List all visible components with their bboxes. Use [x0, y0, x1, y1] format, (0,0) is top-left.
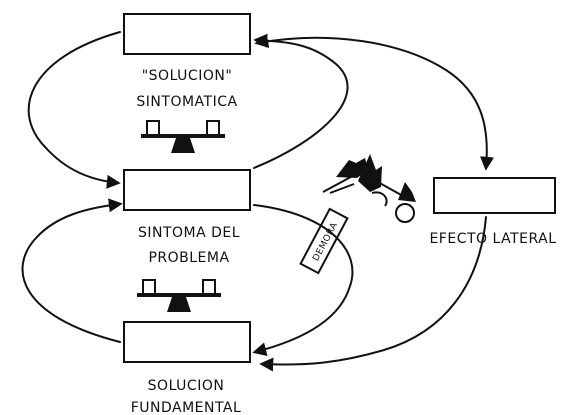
- arrow-fundamental-to-symptom: [21, 198, 123, 343]
- side-effect-label: EFECTO LATERAL: [429, 231, 556, 247]
- problem-symptom-box: [123, 169, 251, 211]
- balance-icon: [137, 279, 221, 312]
- arrow-symptom-to-symptomatic: [253, 33, 349, 169]
- symptomatic-solution-label-line1: "SOLUCION": [142, 68, 233, 84]
- balance-icon: [141, 120, 225, 153]
- fundamental-solution-label-line1: SOLUCION: [148, 378, 225, 394]
- problem-symptom-label-line1: SINTOMA DEL: [138, 225, 240, 241]
- arrow-symptomatic-to-symptom: [27, 31, 121, 189]
- side-effect-box: [433, 177, 556, 214]
- arrow-side-effect-to-fundamental: [259, 216, 487, 372]
- arrow-symptomatic-to-side-effect: [254, 34, 494, 171]
- problem-symptom-label-line2: PROBLEMA: [148, 250, 229, 266]
- symptomatic-solution-box: [123, 13, 251, 55]
- arrow-symptom-to-fundamental: [252, 204, 354, 357]
- fundamental-solution-label-line2: FUNDAMENTAL: [131, 400, 242, 415]
- fundamental-solution-box: [123, 321, 251, 363]
- symptomatic-solution-label-line2: SINTOMATICA: [136, 94, 237, 110]
